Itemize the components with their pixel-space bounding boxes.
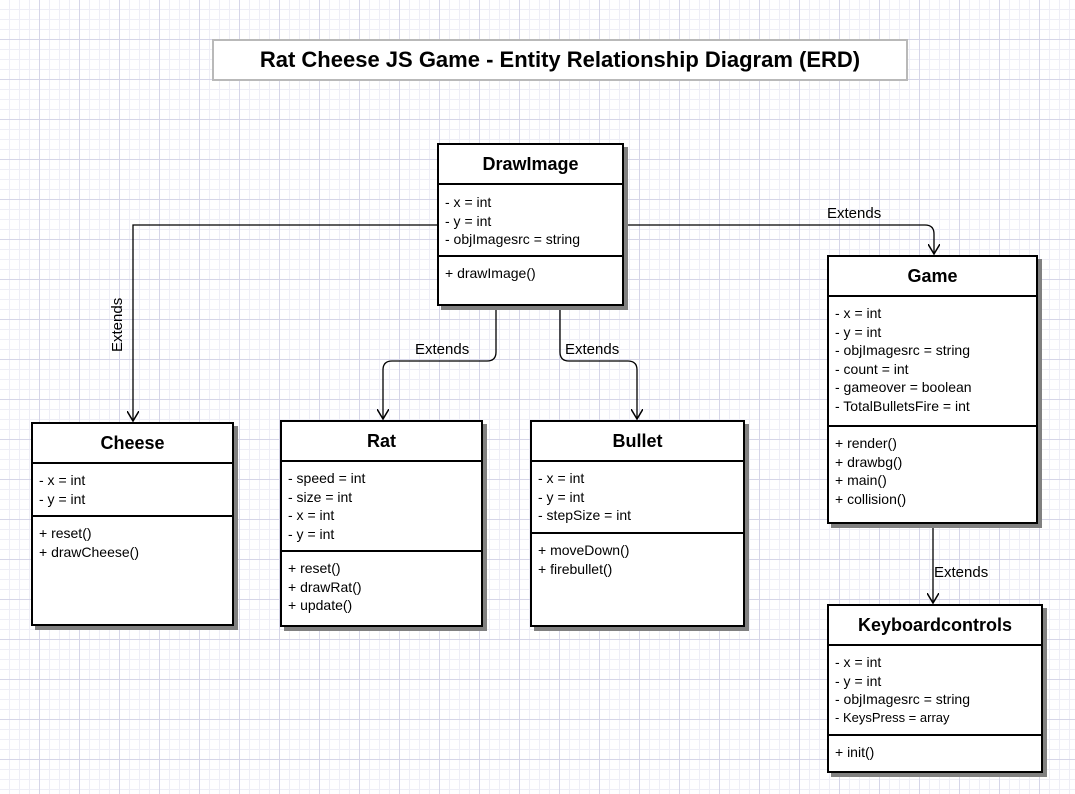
attribute: - gameover = boolean [835,379,972,395]
diagram-title: Rat Cheese JS Game - Entity Relationship… [212,39,908,81]
method: + reset() [288,560,341,576]
method: + main() [835,472,887,488]
class-attributes: - x = int - y = int - stepSize = int [532,462,743,534]
class-attributes: - speed = int - size = int - x = int - y… [282,462,481,552]
method: + drawRat() [288,578,362,595]
class-name: DrawImage [439,145,622,185]
method: + moveDown() [538,542,630,558]
method: + drawbg() [835,453,903,470]
class-name: Bullet [532,422,743,462]
attribute: - speed = int [288,470,366,486]
attribute: - TotalBulletsFire = int [835,397,970,414]
attribute: - x = int [835,654,882,670]
method: + collision() [835,490,907,507]
class-rat: Rat - speed = int - size = int - x = int… [280,420,483,627]
class-name: Rat [282,422,481,462]
attribute: - x = int [538,470,585,486]
attribute: - y = int [835,323,882,340]
class-attributes: - x = int - y = int - objImagesrc = stri… [829,646,1041,736]
class-methods: + drawImage() [439,257,622,287]
class-bullet: Bullet - x = int - y = int - stepSize = … [530,420,745,627]
attribute: - x = int [39,472,86,488]
class-methods: + reset() + drawRat() + update() [282,552,481,619]
label-extends-cheese: Extends [109,297,126,352]
attribute: - objImagesrc = string [835,691,970,707]
class-drawimage: DrawImage - x = int - y = int - objImage… [437,143,624,306]
attribute: - y = int [835,672,882,689]
method: + update() [288,597,353,613]
attribute: - y = int [538,488,585,505]
attribute: - size = int [288,488,353,505]
attribute: - y = int [288,525,335,542]
class-game: Game - x = int - y = int - objImagesrc =… [827,255,1038,524]
attribute: - objImagesrc = string [835,342,970,358]
class-name: Game [829,257,1036,297]
label-extends-keyboardcontrols: Extends [934,564,989,581]
label-extends-bullet: Extends [565,341,620,358]
method: + firebullet() [538,560,613,577]
class-cheese: Cheese - x = int - y = int + reset() + d… [31,422,234,626]
method: + drawImage() [445,265,536,281]
class-attributes: - x = int - y = int - objImagesrc = stri… [829,297,1036,427]
connector-drawimage-game [623,224,934,254]
label-extends-game: Extends [827,205,882,222]
attribute: - x = int [288,507,335,523]
attribute: - stepSize = int [538,507,631,523]
connector-drawimage-rat [383,305,497,419]
class-name: Cheese [33,424,232,464]
method: + drawCheese() [39,543,139,560]
label-extends-rat: Extends [415,341,470,358]
class-methods: + init() [829,736,1041,766]
class-methods: + moveDown() + firebullet() [532,534,743,582]
attribute: - x = int [445,194,492,210]
attribute: - y = int [445,212,492,229]
attribute: - objImagesrc = string [445,231,580,247]
attribute: - count = int [835,360,909,377]
connector-drawimage-bullet [559,305,637,419]
attribute: - KeysPress = array [835,709,950,725]
connector-drawimage-cheese [133,224,437,421]
class-methods: + render() + drawbg() + main() + collisi… [829,427,1036,512]
method: + reset() [39,525,92,541]
method: + init() [835,744,875,760]
class-keyboardcontrols: Keyboardcontrols - x = int - y = int - o… [827,604,1043,773]
method: + render() [835,435,897,451]
class-attributes: - x = int - y = int [33,464,232,517]
class-attributes: - x = int - y = int - objImagesrc = stri… [439,185,622,257]
class-methods: + reset() + drawCheese() [33,517,232,565]
attribute: - y = int [39,490,86,507]
attribute: - x = int [835,305,882,321]
class-name: Keyboardcontrols [829,606,1041,646]
